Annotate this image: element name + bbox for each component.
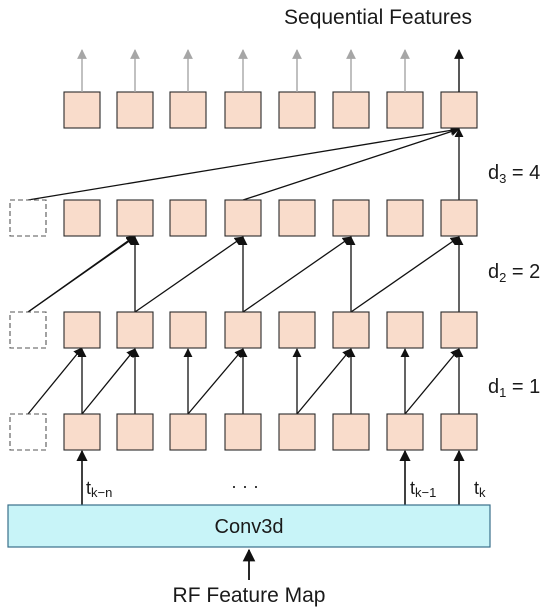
feature-node [386, 311, 424, 349]
dilation-label-d3: d3 = 4 [488, 162, 540, 186]
output-arrows [77, 49, 464, 92]
padding-node [9, 413, 47, 451]
feature-node [169, 311, 207, 349]
edge-d3 [242, 127, 460, 201]
feature-node [116, 199, 154, 237]
feature-node [63, 199, 101, 237]
feature-node [278, 413, 316, 451]
feature-node [332, 91, 370, 129]
feature-node [224, 311, 262, 349]
feature-node [116, 91, 154, 129]
edge-d1 [81, 348, 136, 415]
feature-node [386, 413, 424, 451]
diagram-title: Sequential Features [284, 6, 472, 29]
feature-node [116, 413, 154, 451]
conv3d-label: Conv3d [215, 516, 284, 538]
feature-node [278, 311, 316, 349]
input-label: RF Feature Map [173, 584, 326, 607]
edge-d3 [27, 125, 460, 201]
padding-node [9, 311, 47, 349]
feature-node [332, 199, 370, 237]
feature-node [169, 199, 207, 237]
dilation-label-d1: d1 = 1 [488, 376, 540, 400]
ellipsis: · · · [231, 476, 259, 496]
feature-node [169, 91, 207, 129]
edge-d2 [350, 236, 460, 313]
dilation-label-d2: d2 = 2 [488, 261, 540, 285]
feature-node [63, 413, 101, 451]
feature-node [440, 91, 478, 129]
edge-d1 [187, 348, 244, 415]
connection-edges [27, 125, 465, 505]
feature-node [224, 413, 262, 451]
time-label-tk-1: tk−1 [410, 478, 436, 500]
padding-node [9, 199, 47, 237]
feature-node [224, 91, 262, 129]
conv3d-block [7, 504, 491, 548]
feature-node [63, 311, 101, 349]
feature-node [278, 91, 316, 129]
edge-d1 [296, 348, 352, 415]
edge-d2 [134, 236, 244, 313]
feature-node [278, 199, 316, 237]
feature-node [386, 199, 424, 237]
feature-node [386, 91, 424, 129]
feature-node [440, 311, 478, 349]
edge-d1 [27, 347, 83, 415]
feature-node [332, 413, 370, 451]
edge-d2 [27, 235, 136, 313]
feature-node [332, 311, 370, 349]
feature-nodes [9, 91, 478, 451]
feature-node [224, 199, 262, 237]
edge-d1 [404, 348, 460, 415]
feature-node [440, 413, 478, 451]
feature-node [116, 311, 154, 349]
feature-node [440, 199, 478, 237]
edge-d2 [242, 236, 352, 313]
time-label-tk: tk [474, 478, 486, 500]
feature-node [169, 413, 207, 451]
feature-node [63, 91, 101, 129]
time-label-tk-n: tk−n [86, 478, 112, 500]
